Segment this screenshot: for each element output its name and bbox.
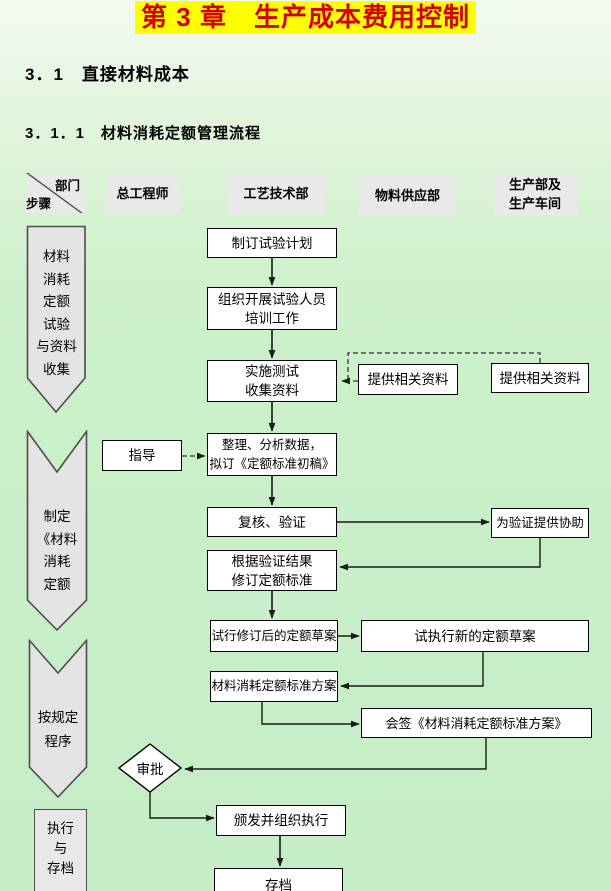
decision-approval-label: 审批	[136, 762, 164, 777]
node-archive: 存档	[214, 868, 343, 891]
node-countersign-plan: 会签《材料消耗定额标准方案》	[361, 708, 592, 738]
node-review-verify: 复核、验证	[207, 507, 337, 537]
column-header-production-line2: 生产车间	[508, 196, 561, 211]
node-assist-verification: 为验证提供协助	[491, 508, 589, 538]
section-heading-1: 3．1 直接材料成本	[25, 65, 190, 84]
stage-arrow-3	[28, 639, 88, 799]
diamond-shape	[117, 743, 183, 793]
stage-arrow-1	[26, 225, 86, 414]
chapter-title: 第 3 章 生产成本费用控制	[135, 1, 476, 34]
node-analyze-data: 整理、分析数据， 拟订《定额标准初稿》	[207, 433, 337, 476]
node-provide-data-supply: 提供相关资料	[358, 364, 458, 395]
node-guide: 指导	[102, 440, 182, 471]
matrix-corner-cell: 部门 步骤	[25, 173, 83, 213]
corner-diagonal-line	[25, 173, 83, 213]
node-trial-execute-new-draft: 试执行新的定额草案	[361, 620, 589, 652]
node-issue-execute: 颁发并组织执行	[216, 805, 346, 836]
section-heading-2: 3．1．1 材料消耗定额管理流程	[25, 125, 262, 142]
column-header-process-tech: 工艺技术部	[227, 173, 325, 213]
node-provide-data-production: 提供相关资料	[491, 363, 589, 393]
stage-label-1: 材料 消耗 定额 试验 与资料 收集	[36, 249, 77, 377]
stage-label-2: 制定 《材料 消耗 定额	[36, 509, 78, 592]
node-trial-revised-draft: 试行修订后的定额草案	[210, 620, 338, 652]
decision-approval: 审批	[117, 743, 183, 793]
node-quota-standard-plan: 材料消耗定额标准方案	[210, 671, 338, 702]
column-header-chief-engineer: 总工程师	[105, 173, 180, 213]
column-header-production: 生产部及 生产车间	[493, 173, 577, 215]
chapter-title-row: 第 3 章 生产成本费用控制	[0, 1, 611, 34]
node-revise-standard: 根据验证结果 修订定额标准	[207, 550, 337, 591]
corner-label-department: 部门	[54, 179, 80, 193]
stage-arrow-2	[26, 430, 88, 632]
column-header-production-line1: 生产部及	[508, 177, 561, 192]
node-implement-test: 实施测试 收集资料	[207, 360, 337, 402]
corner-label-step: 步骤	[26, 197, 52, 211]
node-make-test-plan: 制订试验计划	[207, 228, 337, 258]
stage-label-3: 按规定 程序	[37, 710, 79, 749]
node-organize-training: 组织开展试验人员 培训工作	[207, 287, 337, 330]
column-header-material-supply: 物料供应部	[359, 175, 456, 215]
stage-rect-4: 执行 与 存档	[34, 809, 87, 891]
